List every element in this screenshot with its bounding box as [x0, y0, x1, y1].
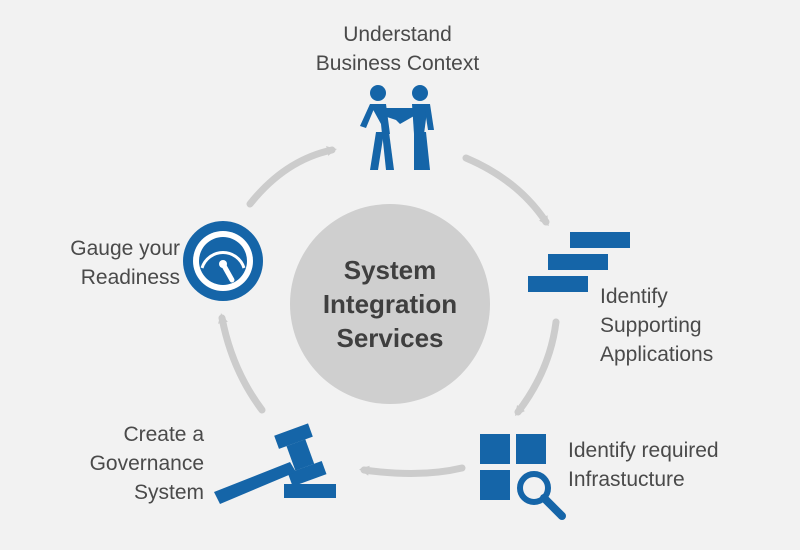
step-label-infrastructure: Identify required Infrastucture [568, 439, 719, 491]
step-label-readiness: Gauge your Readiness [70, 237, 180, 289]
arrow-infra-to-governance [359, 464, 466, 478]
arrow-governance-to-readiness [218, 313, 266, 414]
step-label-supporting-apps: Identify Supporting Applications [600, 285, 714, 366]
stacked-bars-icon [528, 232, 630, 292]
center-circle: System Integration Services [290, 204, 490, 404]
center-title-line3: Services [336, 323, 444, 353]
step-label-governance: Create a Governance System [89, 423, 204, 504]
arrow-readiness-to-context [246, 146, 337, 208]
center-title-line1: System [343, 255, 437, 285]
gauge-icon [183, 221, 263, 301]
gavel-icon [214, 423, 336, 504]
center-title-line2: Integration [322, 289, 458, 319]
handshake-people-icon [360, 85, 434, 170]
arrow-context-to-apps [462, 154, 550, 227]
grid-magnifier-icon [480, 434, 566, 520]
arrow-apps-to-infra [514, 318, 560, 416]
step-label-business-context: Understand Business Context [315, 23, 480, 75]
